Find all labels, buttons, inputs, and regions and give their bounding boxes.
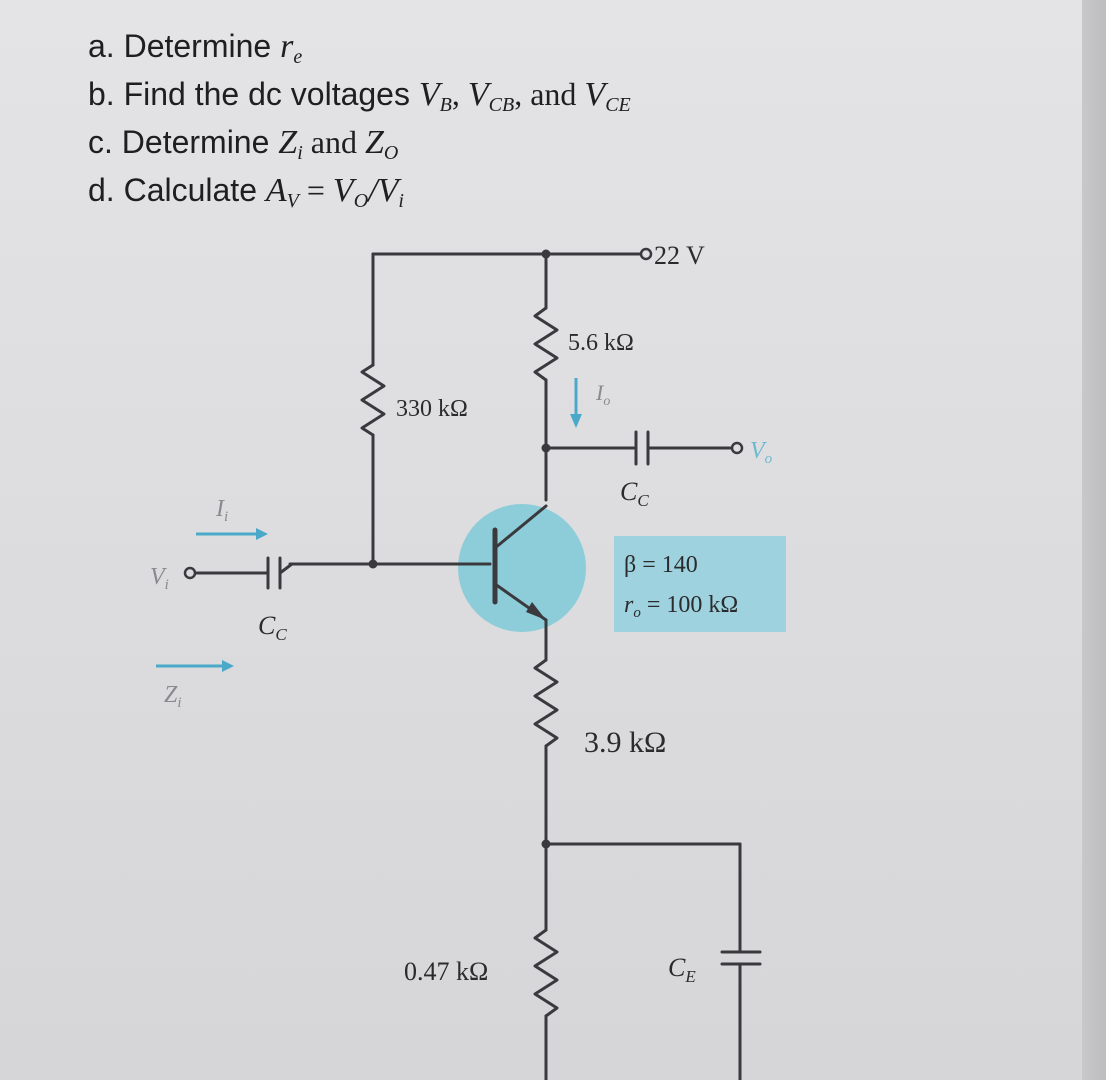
io-arrow-head xyxy=(570,414,582,428)
io-label: Io xyxy=(595,380,610,409)
cc-out-label: CC xyxy=(620,477,649,510)
node-emitter xyxy=(541,839,551,849)
ii-label: Ii xyxy=(215,496,228,525)
zo-symbol: ZO xyxy=(364,124,399,164)
vb-symbol: VB xyxy=(418,76,452,116)
question-list: a. Determine re b. Find the dc voltages … xyxy=(88,22,631,214)
node-collector-rail xyxy=(541,249,551,259)
transistor-collector xyxy=(493,504,548,550)
input-terminal xyxy=(183,566,197,580)
transistor-highlight xyxy=(458,504,586,632)
re2-label: 0.47 kΩ xyxy=(404,957,488,986)
output-terminal xyxy=(730,441,744,455)
re1-resistor xyxy=(533,658,559,748)
question-d: d. Calculate AV = VO/Vi xyxy=(88,172,404,212)
vo-vi-ratio: VO/Vi xyxy=(332,172,404,212)
beta-label: β = 140 xyxy=(624,552,698,578)
av-symbol: AV xyxy=(265,172,299,212)
re2-resistor xyxy=(533,928,559,1018)
cc-in-lead xyxy=(278,562,294,575)
rb-label: 330 kΩ xyxy=(396,396,468,422)
rc-resistor xyxy=(533,306,559,382)
re-symbol: re xyxy=(280,28,303,68)
question-d-text: d. Calculate xyxy=(88,172,266,208)
parameter-box xyxy=(614,536,786,632)
vce-symbol: VCE xyxy=(584,76,631,116)
node-base xyxy=(368,559,378,569)
cc-in-label: CC xyxy=(258,611,287,644)
node-collector xyxy=(541,443,551,453)
re1-label: 3.9 kΩ xyxy=(584,726,666,759)
ii-arrow-head xyxy=(256,528,268,540)
vi-label: Vi xyxy=(150,564,169,593)
zi-symbol: Zi xyxy=(278,124,303,164)
ro-label: ro = 100 kΩ xyxy=(624,592,738,621)
supply-label: 22 V xyxy=(654,241,705,270)
rb-resistor xyxy=(360,363,386,437)
emitter-arrow xyxy=(526,602,546,620)
vo-label: Vo xyxy=(750,438,773,467)
rc-label: 5.6 kΩ xyxy=(568,330,634,356)
question-a: a. Determine re xyxy=(88,22,631,70)
page-edge xyxy=(1082,0,1106,1080)
zi-arrow-head xyxy=(222,660,234,672)
question-b-text: b. Find the dc voltages xyxy=(88,76,419,112)
supply-terminal xyxy=(639,247,653,261)
zi-label: Zi xyxy=(164,682,182,711)
question-b: b. Find the dc voltages VB, VCB, and VCE xyxy=(88,76,631,116)
question-c-text: c. Determine xyxy=(88,124,279,160)
ce-label: CE xyxy=(668,953,696,986)
question-c: c. Determine Zi and ZO xyxy=(88,124,399,164)
question-a-text: a. Determine xyxy=(88,28,281,64)
vcb-symbol: VCB xyxy=(467,76,515,116)
